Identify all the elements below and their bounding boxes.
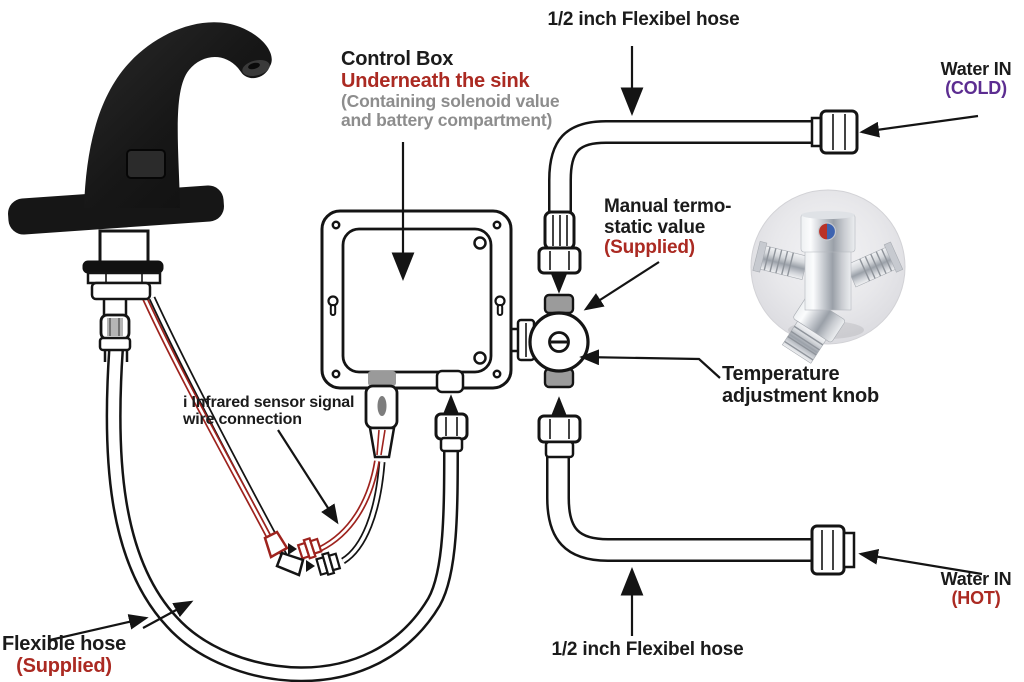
sensor-wire-arrow: [277, 429, 339, 525]
flexible-hose-arrow-2: [142, 600, 194, 629]
control-box-label: Control Box Underneath the sink (Contain…: [341, 48, 560, 131]
mixing-valve-diagram: [528, 293, 590, 389]
sensor-wire-connectors: [263, 530, 342, 577]
sensor-cable-faucet-side: [139, 290, 288, 557]
under-sink-fitting: [82, 229, 164, 362]
sensor-wire-label: i Infrared sensor signal wire connection: [183, 394, 355, 429]
hot-cold-indicator-dot: [817, 222, 837, 241]
faucet: [8, 22, 272, 235]
water-in-cold-label: Water IN (COLD): [940, 59, 1012, 99]
bottom-hose-label: 1/2 inch Flexibel hose: [551, 639, 744, 660]
mixing-valve-label: Manual termo- static value (Supplied): [604, 196, 732, 259]
flexible-hose-arrow-1: [49, 614, 149, 642]
cold-supply-hose: [537, 109, 859, 275]
knob-label-arrow: [579, 349, 721, 379]
water-in-hot-label: Water IN (HOT): [940, 569, 1012, 609]
cold-in-arrow: [859, 114, 979, 138]
faucet-supply-fitting: [434, 412, 469, 453]
hot-in-arrow: [858, 548, 983, 576]
sensor-cable-box-side: [318, 460, 386, 564]
top-hose-label: 1/2 inch Flexibel hose: [547, 9, 740, 30]
infrared-sensor-window: [126, 149, 166, 179]
control-box: [320, 209, 536, 394]
infrared-sensor-plug: [364, 384, 399, 459]
hot-supply-hose: [537, 414, 856, 576]
temperature-knob-label: Temperature adjustment knob: [722, 363, 880, 407]
flexible-hose-label: Flexible hose (Supplied): [1, 633, 127, 677]
valve-label-arrow: [583, 261, 660, 311]
annotation-arrows: [49, 46, 983, 642]
valve-photo-inset: [750, 189, 906, 364]
